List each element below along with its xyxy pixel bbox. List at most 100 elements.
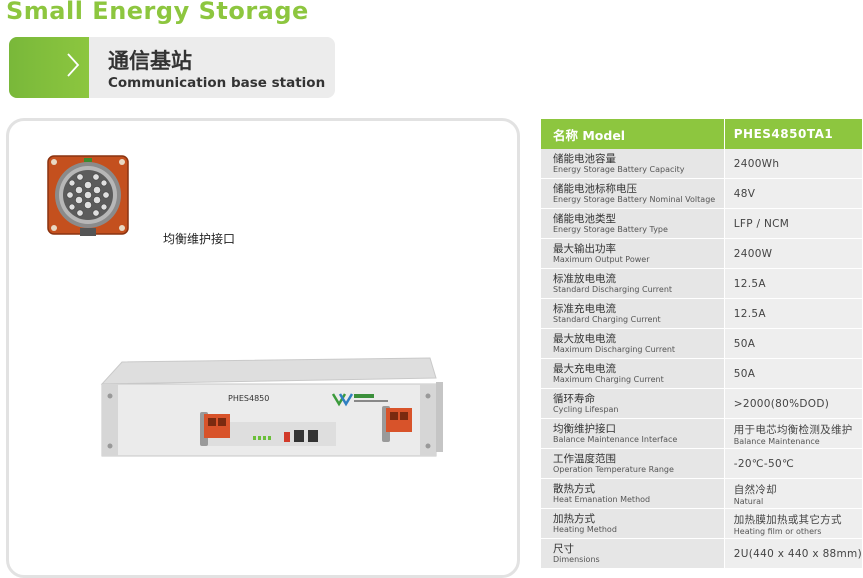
spec-value: 50A [733, 337, 756, 350]
spec-param-en: Balance Maintenance Interface [553, 434, 678, 444]
spec-value: LFP / NCM [733, 217, 790, 230]
spec-param-en: Cycling Lifespan [553, 404, 619, 414]
spec-param-en: Maximum Discharging Current [553, 344, 676, 354]
spec-value-cell: 2400Wh [724, 149, 862, 179]
spec-param-zh: 标准放电电流 [553, 272, 616, 285]
battery-image: PHES4850 [100, 357, 443, 457]
spec-param-en: Dimensions [553, 554, 600, 564]
spec-value: 自然冷却 [733, 483, 777, 496]
spec-param-zh: 加热方式 [553, 512, 595, 525]
spec-param-en: Energy Storage Battery Type [553, 224, 668, 234]
spec-value: >2000(80%DOD) [733, 397, 830, 410]
spec-param-zh: 标准充电电流 [553, 302, 616, 315]
spec-value-cell: 50A [724, 329, 862, 359]
spec-param-en: Energy Storage Battery Capacity [553, 164, 685, 174]
spec-table-header: 名称 Model PHES4850TA1 [541, 119, 862, 149]
spec-param-zh: 最大输出功率 [553, 242, 616, 255]
section-title-en: Communication base station [108, 75, 326, 91]
connector-image [47, 155, 129, 236]
spec-param-en: Heat Emanation Method [553, 494, 651, 504]
spec-param-zh: 最大放电电流 [553, 332, 616, 345]
spec-value-sub: Natural [733, 496, 764, 506]
spec-value: 12.5A [733, 307, 766, 320]
spec-value-cell: 2400W [724, 239, 862, 269]
spec-param-en: Heating Method [553, 524, 617, 534]
chevron-right-icon [67, 53, 80, 77]
spec-value-cell: 12.5A [724, 299, 862, 329]
spec-param-zh: 尺寸 [553, 542, 574, 555]
header-model: PHES4850TA1 [724, 119, 862, 149]
spec-value-cell: -20℃-50℃ [724, 449, 862, 479]
spec-value-sub: Balance Maintenance [733, 436, 820, 446]
section-header: 通信基站 Communication base station [9, 37, 335, 98]
spec-value-cell: 48V [724, 179, 862, 209]
spec-param-en: Standard Discharging Current [553, 284, 673, 294]
spec-value-cell: 50A [724, 359, 862, 389]
spec-param-zh: 储能电池容量 [553, 152, 616, 165]
spec-value: 48V [733, 187, 756, 200]
spec-value: 2U(440 x 440 x 88mm) [733, 547, 862, 560]
spec-param-zh: 散热方式 [553, 482, 595, 495]
spec-value: 2400W [733, 247, 773, 260]
spec-value: 2400Wh [733, 157, 780, 170]
section-title-zh: 通信基站 [108, 49, 192, 73]
spec-param-zh: 均衡维护接口 [553, 422, 616, 435]
spec-param-zh: 循环寿命 [553, 392, 595, 405]
spec-value-cell: >2000(80%DOD) [724, 389, 862, 419]
spec-param-zh: 工作温度范围 [553, 452, 616, 465]
spec-value: 50A [733, 367, 756, 380]
spec-value-sub: Heating film or others [733, 526, 822, 536]
section-arrow-box [9, 37, 89, 98]
spec-value: 加热膜加热或其它方式 [733, 513, 842, 526]
spec-value: 12.5A [733, 277, 766, 290]
connector-label: 均衡维护接口 [163, 232, 236, 246]
spec-value-cell: LFP / NCM [724, 209, 862, 239]
spec-param-en: Operation Temperature Range [553, 464, 674, 474]
spec-param-zh: 储能电池标称电压 [553, 182, 637, 195]
spec-param-en: Maximum Charging Current [553, 374, 664, 384]
spec-param-en: Energy Storage Battery Nominal Voltage [553, 194, 716, 204]
header-name-label: 名称 Model [541, 119, 725, 149]
spec-param-en: Maximum Output Power [553, 254, 650, 264]
spec-param-zh: 最大充电电流 [553, 362, 616, 375]
battery-model-text: PHES4850 [228, 394, 269, 403]
spec-value: 用于电芯均衡检测及维护 [733, 423, 853, 436]
spec-param-en: Standard Charging Current [553, 314, 661, 324]
spec-value-cell: 12.5A [724, 269, 862, 299]
spec-value-cell: 2U(440 x 440 x 88mm) [724, 539, 862, 569]
spec-value: -20℃-50℃ [733, 457, 795, 470]
page-title: Small Energy Storage [6, 0, 309, 25]
